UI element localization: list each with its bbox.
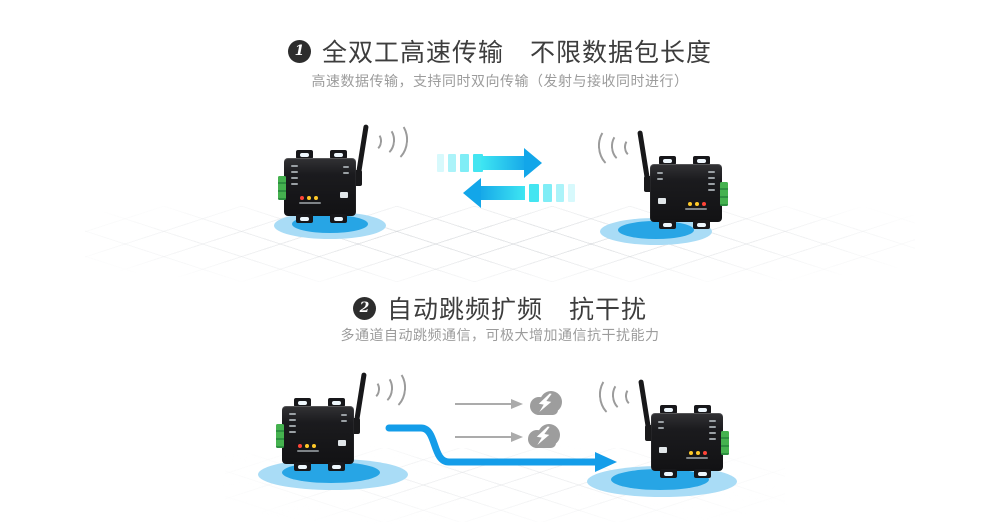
signal-waves-icon (596, 373, 641, 419)
section2-header: 2 自动跳频扩频 抗干扰 (0, 290, 1000, 326)
device-graphic (270, 118, 411, 246)
mount-tab (328, 462, 345, 471)
led-yellow (314, 196, 318, 200)
wireless-module-left-2 (258, 366, 409, 494)
section1-title: 全双工高速传输 不限数据包长度 (321, 39, 712, 67)
grid-lines (85, 206, 915, 282)
section1-subtitle: 高速数据传输，支持同时双向传输（发射与接收同时进行） (311, 73, 689, 89)
terminal-connector (721, 431, 729, 455)
led-yellow (305, 444, 309, 448)
antenna-icon (638, 379, 651, 430)
led-red (300, 196, 304, 200)
mount-tab (694, 469, 711, 478)
antenna-base (351, 418, 360, 434)
led-red (702, 202, 706, 206)
led-yellow (696, 451, 700, 455)
data-arrow-right (437, 146, 542, 180)
signal-waves-icon (364, 366, 409, 412)
mount-tab (328, 398, 345, 407)
antenna-base (353, 170, 362, 186)
led-yellow (689, 451, 693, 455)
mount-tab (660, 469, 677, 478)
led-yellow (312, 444, 316, 448)
led-yellow (695, 202, 699, 206)
bypass-arrow (385, 424, 617, 472)
section2-subtitle: 多通道自动跳频通信，可极大增加通信抗干扰能力 (340, 327, 660, 343)
mount-tab (296, 150, 313, 159)
section1-header: 1 全双工高速传输 不限数据包长度 (0, 33, 1000, 69)
terminal-connector (720, 182, 728, 206)
device-shadow-inner (611, 469, 709, 490)
signal-waves-icon (595, 124, 640, 170)
arrow-head-icon (463, 178, 481, 208)
mount-tab (294, 398, 311, 407)
section2-number-badge: 2 (352, 296, 376, 320)
grid-fade (83, 204, 917, 284)
section1-number-badge: 1 (287, 39, 311, 63)
mount-tab (296, 214, 313, 223)
cloud-lightning-icon (530, 391, 562, 415)
led-red (298, 444, 302, 448)
device-graphic (595, 124, 736, 252)
mount-tab (294, 462, 311, 471)
arrow-head-icon (524, 148, 542, 178)
mount-tab (659, 220, 676, 229)
wireless-module-left-1 (270, 118, 411, 246)
terminal-connector (278, 176, 286, 200)
data-arrow-left (463, 176, 575, 210)
blocked-path-arrow (455, 399, 523, 409)
antenna-icon (637, 130, 650, 181)
terminal-connector (276, 424, 284, 448)
section2-title: 自动跳频扩频 抗干扰 (386, 296, 647, 324)
led-yellow (688, 202, 692, 206)
mount-tab (330, 214, 347, 223)
mount-tab (330, 150, 347, 159)
perspective-grid (83, 204, 917, 284)
wireless-module-right-1 (595, 124, 736, 252)
led-yellow (307, 196, 311, 200)
signal-waves-icon (366, 118, 411, 164)
cloud-lightning-icon (528, 424, 560, 448)
led-red (703, 451, 707, 455)
wireless-module-right-2 (587, 373, 737, 501)
blocked-path-arrow (455, 432, 523, 442)
mount-tab (693, 220, 710, 229)
device-graphic (268, 366, 409, 494)
